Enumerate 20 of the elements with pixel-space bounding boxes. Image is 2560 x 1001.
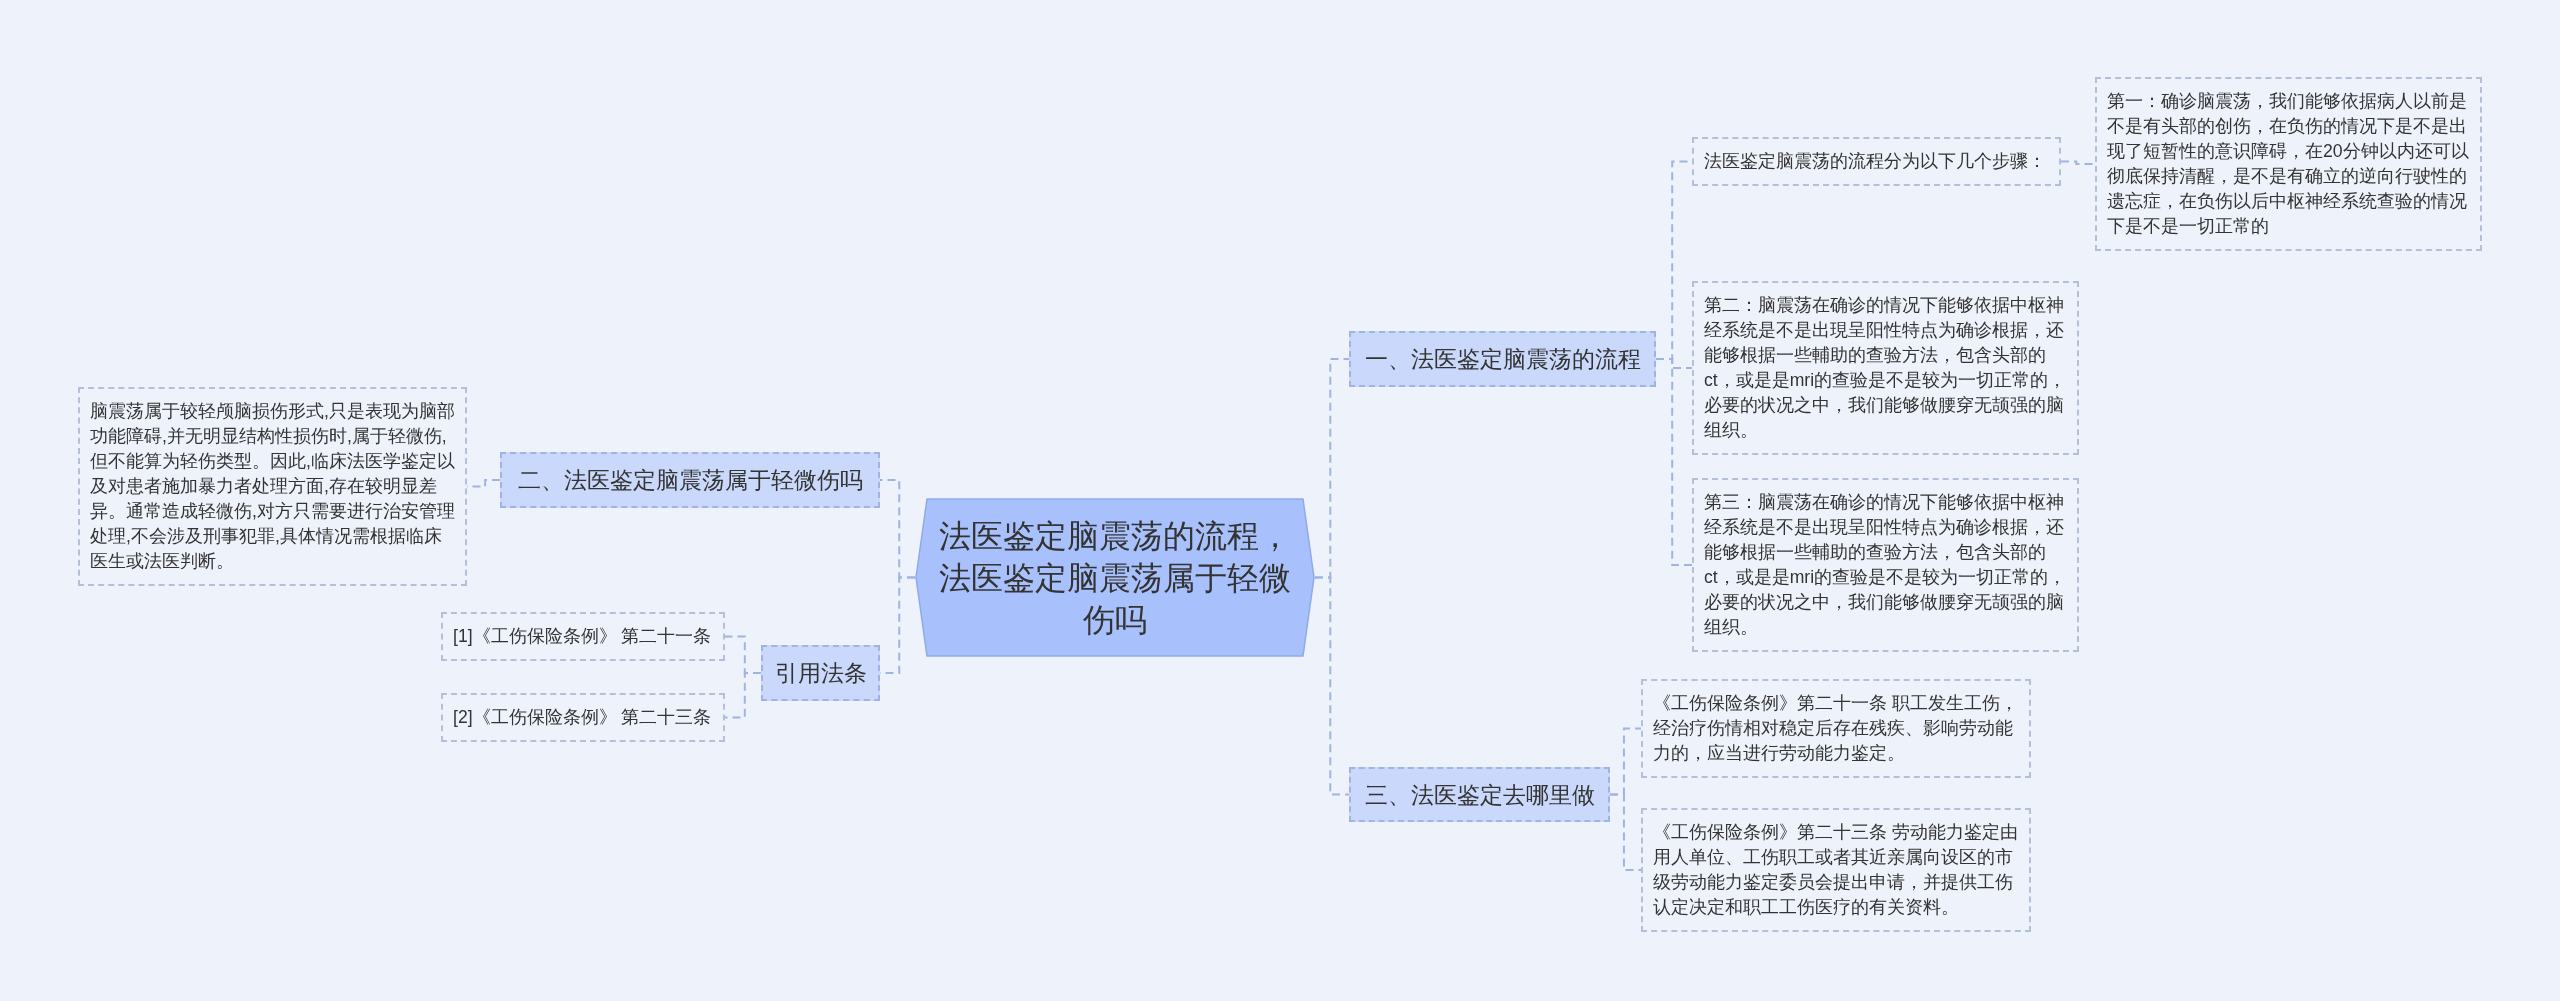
- connector: [2060, 160, 2096, 165]
- connector: [1609, 793, 1642, 871]
- topic-box: 二、法医鉴定脑震荡属于轻微伤吗: [500, 452, 880, 508]
- connector: [724, 672, 762, 719]
- text-box: 第三：脑震荡在确诊的情况下能够依据中枢神经系统是不是出現呈阳性特点为确诊根据，还能够根据一些輔助的查验方法，包含头部的ct，或是是mri的查验是不是较为一切正常的，必要的状况之中，我们能够做腰穿无颉强的脑组织。: [1692, 478, 2079, 652]
- text-box: 第一：确诊脑震荡，我们能够依据病人以前是不是有头部的创伤，在负伤的情况下是不是出现了短暂性的意识障碍，在20分钟以内还可以彻底保持清醒，是不是有确立的逆向行驶性的遗忘症，在负伤以后中枢神经系统查验的情况下是不是一切正常的: [2095, 77, 2482, 251]
- text-box: [2]《工伤保险条例》 第二十三条: [441, 693, 725, 742]
- topic-box: 引用法条: [761, 645, 880, 701]
- connector: [1314, 576, 1350, 796]
- topic-box: 一、法医鉴定脑震荡的流程: [1349, 331, 1656, 387]
- central-topic: 法医鉴定脑震荡的流程，法医鉴定脑震荡属于轻微伤吗: [915, 498, 1315, 657]
- connector: [1655, 358, 1693, 566]
- text-box: 《工伤保险条例》第二十一条 职工发生工伤，经治疗伤情相对稳定后存在残疾、影响劳动能力的，应当进行劳动能力鉴定。: [1641, 679, 2031, 778]
- text-box: [1]《工伤保险条例》 第二十一条: [441, 612, 725, 661]
- text-box: 《工伤保险条例》第二十三条 劳动能力鉴定由用人单位、工伤职工或者其近亲属向设区的市级劳动能力鉴定委员会提出申请，并提供工伤认定决定和职工工伤医疗的有关资料。: [1641, 808, 2031, 932]
- connector: [466, 479, 501, 488]
- text-box: 法医鉴定脑震荡的流程分为以下几个步骤：: [1692, 137, 2061, 186]
- text-box: 第二：脑震荡在确诊的情况下能够依据中枢神经系统是不是出現呈阳性特点为确诊根据，还能够根据一些輔助的查验方法，包含头部的ct，或是是mri的查验是不是较为一切正常的，必要的状况之中，我们能够做腰穿无颉强的脑组织。: [1692, 281, 2079, 455]
- text-box: 脑震荡属于较轻颅脑损伤形式,只是表现为脑部功能障碍,并无明显结构性损伤时,属于轻微伤,但不能算为轻伤类型。因此,临床法医学鉴定以及对患者施加暴力者处理方面,存在较明显差异。通常造成轻微伤,对方只需要进行治安管理处理,不会涉及刑事犯罪,具体情况需根据临床医生或法医判断。: [78, 387, 467, 586]
- topic-box: 三、法医鉴定去哪里做: [1349, 767, 1610, 822]
